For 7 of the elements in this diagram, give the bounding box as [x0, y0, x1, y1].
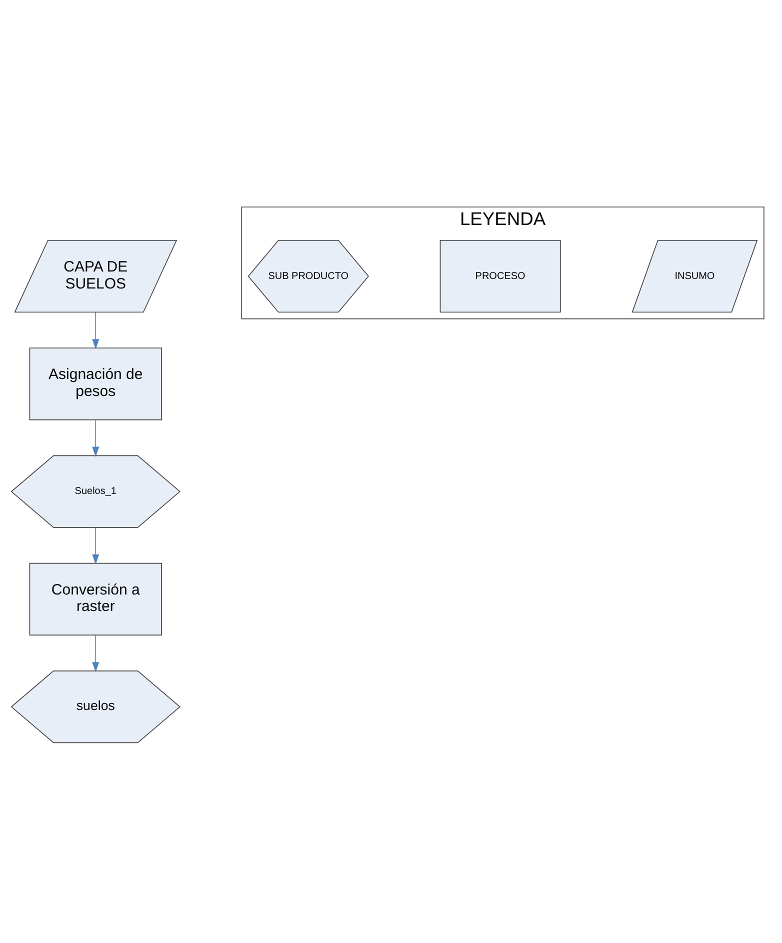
arrow: [92, 312, 100, 350]
node-box: Asignación de pesos: [29, 348, 162, 420]
arrow: [92, 527, 100, 564]
node-box: PROCESO: [440, 240, 561, 313]
node-box: Conversión a raster: [29, 562, 162, 636]
arrow: [92, 634, 100, 672]
arrow: [92, 420, 100, 457]
